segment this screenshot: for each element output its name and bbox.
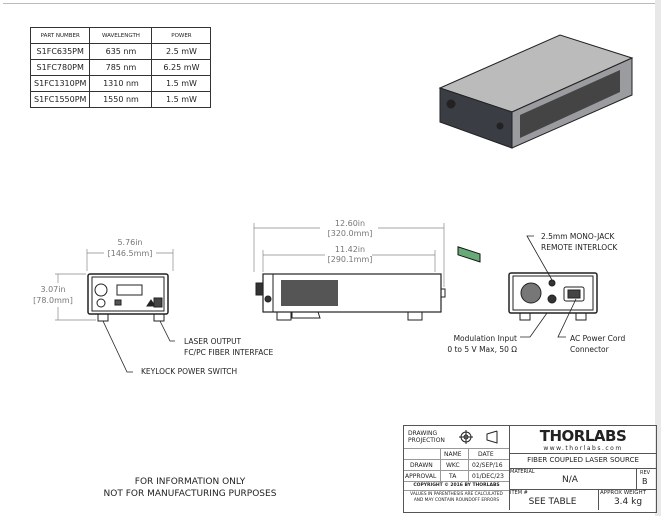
thorlabs-logo: THORLABS (539, 427, 627, 445)
ac-connector-label: Connector (570, 345, 609, 354)
body-dim-mm: [290.1mm] (327, 255, 373, 264)
approval-label: APPROVAL (405, 473, 437, 480)
weight-value: 3.4 kg (613, 497, 643, 507)
drawn-label: DRAWN (410, 462, 433, 469)
cell: 1.5 mW (151, 91, 212, 108)
width-dim-in: 5.76in (117, 238, 143, 247)
length-dim-in: 12.60in (334, 219, 366, 228)
approval-date: 01/DEC/23 (472, 473, 504, 480)
modulation-label: Modulation Input (453, 334, 517, 343)
title-block: DRAWING PROJECTION NAME DATE DRAWN WKC 0… (403, 425, 657, 513)
values-note: VALUES IN PARENTHESIS ARE CALCULATED AND… (410, 492, 503, 503)
mono-jack-label: 2.5mm MONO-JACK (541, 232, 615, 241)
copyright: COPYRIGHT © 2016 BY THORLABS (413, 483, 500, 488)
cell: 2.5 mW (151, 43, 212, 60)
material-header: MATERIAL (510, 469, 535, 475)
date-header: DATE (478, 451, 494, 458)
height-dim-mm: [78.0mm] (33, 296, 73, 305)
weight-header: APPROX WEIGHT (600, 490, 647, 496)
laser-output-label: LASER OUTPUT (184, 337, 242, 346)
drawing-title: FIBER COUPLED LASER SOURCE (527, 456, 639, 464)
width-dim-mm: [146.5mm] (107, 249, 153, 258)
info-note: FOR INFORMATION ONLY NOT FOR MANUFACTURI… (80, 476, 300, 500)
drawn-date: 02/SEP/16 (472, 462, 503, 469)
item-value: SEE TABLE (528, 497, 577, 507)
projection-label: DRAWING PROJECTION (408, 430, 445, 444)
drawn-name: WKC (446, 462, 460, 469)
front-view (55, 249, 175, 373)
length-dim-mm: [320.0mm] (327, 229, 373, 238)
body-dim-in: 11.42in (334, 245, 366, 254)
ac-power-label: AC Power Cord (570, 334, 626, 343)
side-view (253, 223, 446, 321)
height-dim-in: 3.07in (40, 285, 66, 294)
name-header: NAME (444, 451, 462, 458)
rev-header: REV (640, 470, 651, 476)
projection-symbol (459, 430, 498, 444)
scrollbar[interactable] (655, 0, 661, 516)
material-value: N/A (562, 475, 578, 485)
remote-interlock-label: REMOTE INTERLOCK (541, 243, 618, 252)
rear-view (508, 235, 598, 338)
approval-name: TA (449, 473, 457, 480)
note-line-1: FOR INFORMATION ONLY (134, 477, 246, 487)
rev-value: B (642, 477, 648, 486)
cell: S1FC1310PM (29, 75, 91, 92)
cell: S1FC1550PM (29, 91, 91, 108)
note-line-2: NOT FOR MANUFACTURING PURPOSES (103, 489, 277, 499)
isometric-view (438, 34, 634, 263)
fiber-interface-label: FC/PC FIBER INTERFACE (184, 348, 274, 357)
item-header: ITEM # (510, 490, 528, 496)
modulation-spec-label: 0 to 5 V Max, 50 Ω (447, 345, 517, 354)
website: www.thorlabs.com (543, 445, 623, 452)
keylock-label: KEYLOCK POWER SWITCH (141, 367, 238, 376)
